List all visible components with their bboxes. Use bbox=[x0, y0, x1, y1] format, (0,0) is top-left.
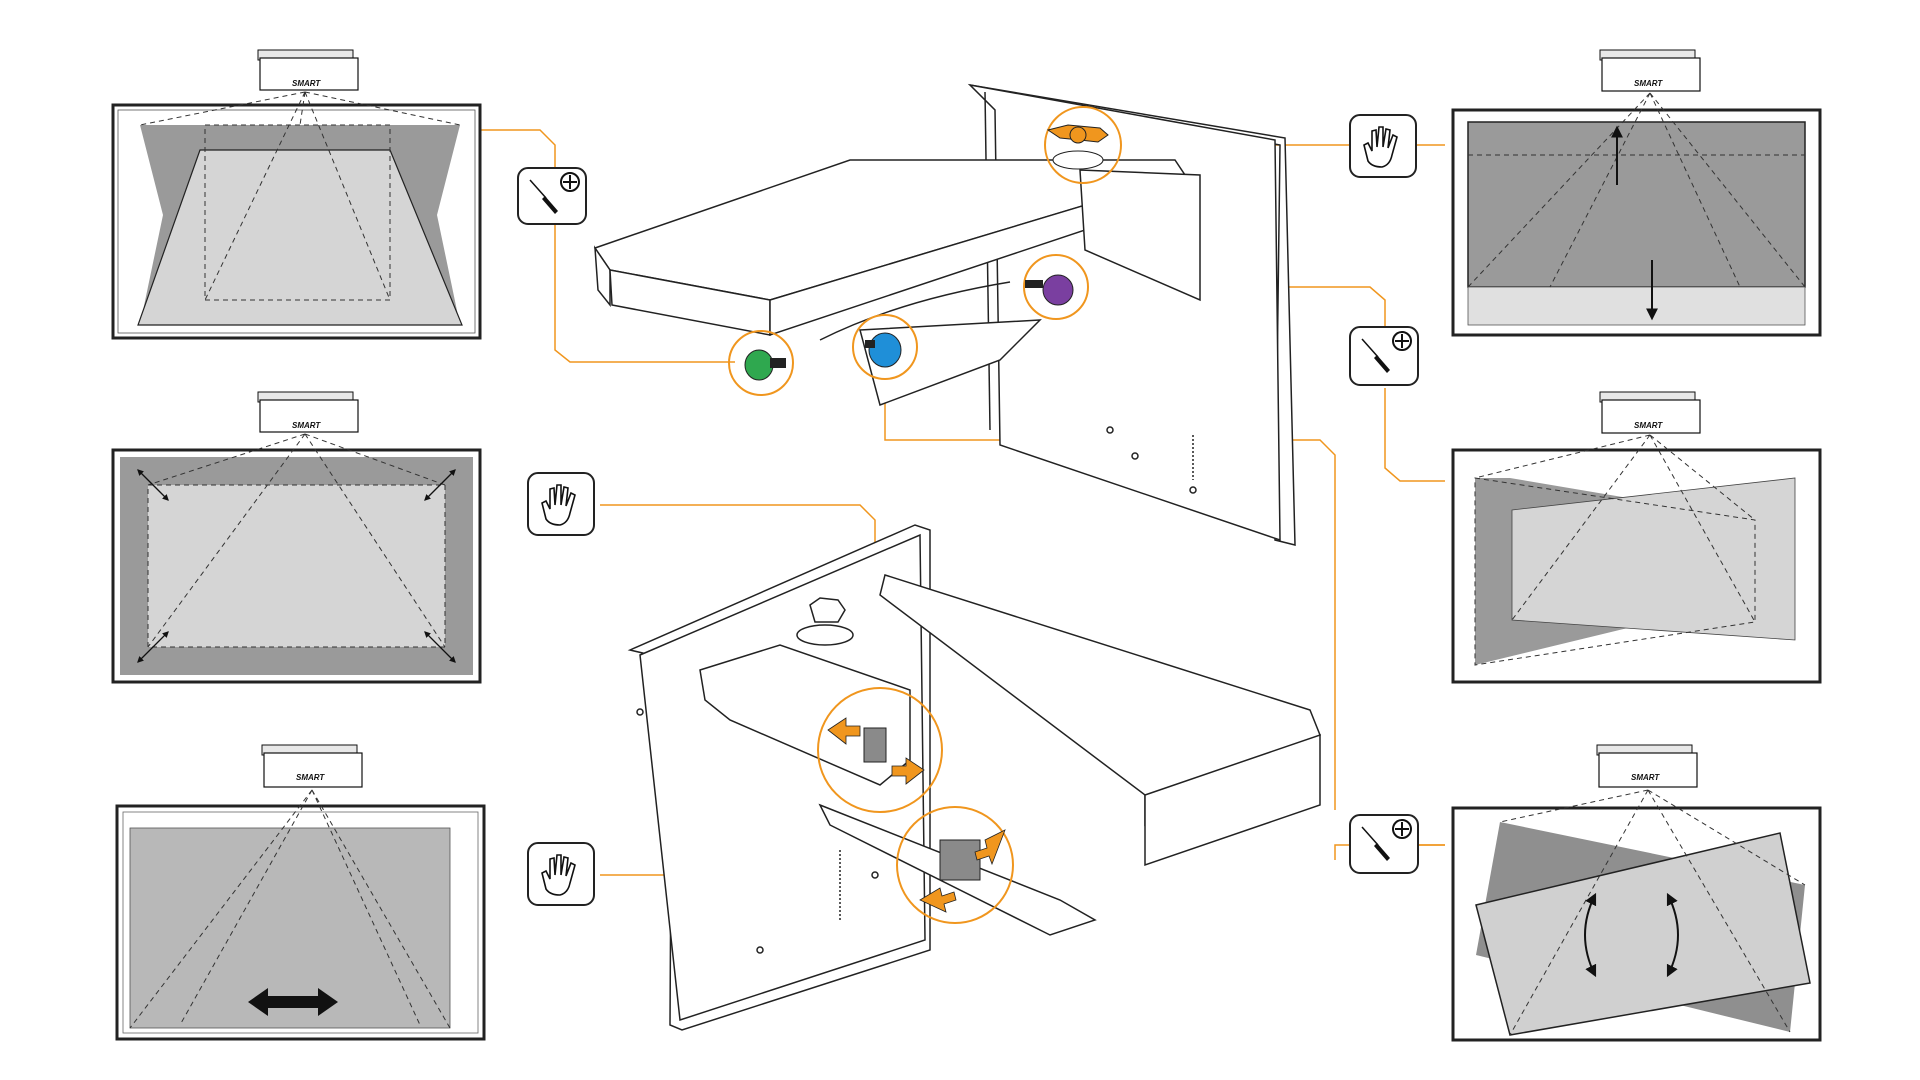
screwdriver-plus-icon bbox=[1349, 814, 1419, 874]
projector-unit: SMART bbox=[1599, 391, 1701, 434]
screen-zoom-left: SMART bbox=[111, 391, 482, 684]
orange-arrow-icon bbox=[827, 717, 861, 745]
knob-blue-icon bbox=[865, 332, 902, 368]
projector-unit: SMART bbox=[257, 391, 359, 433]
wall-mount-bottom bbox=[627, 524, 1321, 1031]
hand-adjust-icon bbox=[527, 842, 595, 906]
screen-vertical-shift-right: SMART bbox=[1451, 49, 1822, 337]
smart-logo: SMART bbox=[1631, 773, 1660, 782]
orange-arrow-icon bbox=[974, 829, 1006, 866]
knob-purple-icon bbox=[1023, 254, 1089, 320]
projected-image bbox=[147, 484, 446, 648]
knob-orange-icon bbox=[1046, 124, 1109, 170]
screen-skew-right: SMART bbox=[1451, 391, 1822, 684]
screwdriver-plus-icon bbox=[1349, 326, 1419, 386]
projector-unit: SMART bbox=[257, 49, 359, 91]
projected-image bbox=[129, 827, 451, 1029]
screen-horizontal-shift-left: SMART bbox=[115, 744, 486, 1041]
projector-unit: SMART bbox=[261, 744, 363, 788]
screwdriver-plus-icon bbox=[517, 167, 587, 225]
smart-logo: SMART bbox=[296, 773, 325, 782]
highlight-circles-bottom bbox=[817, 687, 1014, 924]
knob-green-icon bbox=[744, 349, 786, 381]
orange-arrow-icon bbox=[919, 887, 957, 913]
projector-unit: SMART bbox=[1596, 744, 1698, 788]
smart-logo: SMART bbox=[292, 421, 321, 430]
highlight-circles bbox=[728, 106, 1122, 396]
wall-mount-top bbox=[593, 83, 1296, 546]
projected-image-skewed bbox=[1511, 477, 1796, 641]
projected-image-trapezoid bbox=[137, 149, 463, 326]
screen-rotation-right: SMART bbox=[1451, 744, 1822, 1042]
projector-unit: SMART bbox=[1599, 49, 1701, 92]
screen-keystone-left: SMART bbox=[111, 49, 482, 340]
double-arrow-icon bbox=[248, 988, 338, 1016]
smart-logo: SMART bbox=[292, 79, 321, 88]
hand-adjust-icon bbox=[527, 472, 595, 536]
orange-arrow-icon bbox=[891, 757, 925, 785]
projected-image-rotated bbox=[1475, 832, 1811, 1036]
smart-logo: SMART bbox=[1634, 421, 1663, 430]
hand-adjust-icon bbox=[1349, 114, 1417, 178]
smart-logo: SMART bbox=[1634, 79, 1663, 88]
